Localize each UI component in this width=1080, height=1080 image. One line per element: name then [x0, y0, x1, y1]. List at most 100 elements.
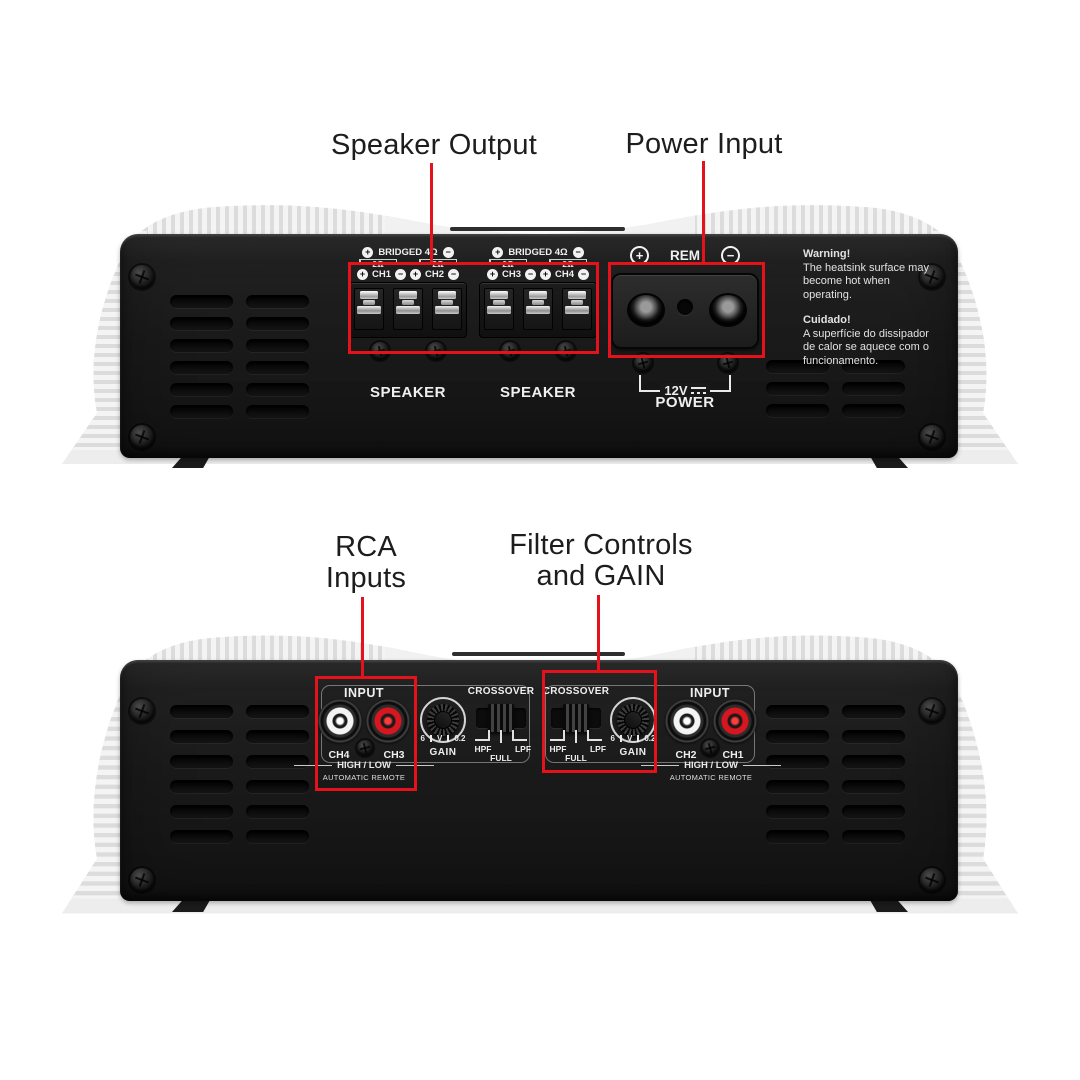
vent-slot [246, 830, 309, 843]
bridged-label-row: + BRIDGED 4Ω − [428, 247, 648, 258]
vent-slot [170, 705, 233, 718]
gain-caption: GAIN [429, 747, 457, 758]
vent-slot [842, 360, 905, 373]
vent-slot [246, 405, 309, 418]
gain-knob[interactable] [427, 704, 459, 736]
power-terminal-positive[interactable] [627, 293, 665, 327]
speaker-terminal[interactable] [354, 288, 385, 330]
mount-screw [719, 354, 737, 372]
crossover-title: CROSSOVER [542, 686, 610, 697]
corner-screw [130, 868, 154, 892]
plus-icon: + [492, 247, 504, 258]
foot [172, 456, 210, 468]
minus-icon: − [572, 247, 584, 258]
front-panel: INPUT CH4 CH3 HIGH / LOW AUTOMATIC REMOT… [120, 660, 958, 901]
warning-title-en: Warning! [803, 248, 851, 260]
bridged-label-row: + BRIDGED 4Ω − [298, 247, 518, 258]
rca-jack-white[interactable] [318, 699, 362, 743]
callout-filter-gain: Filter Controls and GAIN [509, 530, 693, 592]
power-caption: POWER [655, 394, 715, 411]
channel-label: CH4 [328, 749, 350, 761]
vent-slot [842, 404, 905, 417]
speaker-terminal-block[interactable] [349, 282, 467, 338]
vent-slot [170, 295, 233, 308]
automatic-remote-label: AUTOMATIC REMOTE [322, 773, 406, 782]
gain-knob[interactable] [617, 704, 649, 736]
foot [870, 900, 908, 912]
foot [870, 456, 908, 468]
channel-label: CH2 [675, 749, 697, 761]
vent-slot [766, 780, 829, 793]
hpf-label: HPF [474, 744, 492, 754]
vent-grid-left [170, 705, 309, 843]
vent-grid-left [170, 295, 309, 418]
mount-screw [634, 354, 652, 372]
gain-knob-ring [610, 697, 656, 743]
gain-caption: GAIN [619, 747, 647, 758]
callout-line-power [702, 161, 705, 262]
minus-icon: − [525, 269, 536, 280]
plus-icon: + [356, 269, 368, 280]
vent-slot [170, 361, 233, 374]
vent-slot [842, 805, 905, 818]
gain-scale: 6 V 0.2 [420, 734, 466, 743]
vent-slot [246, 805, 309, 818]
full-label: FULL [490, 753, 512, 763]
corner-screw [920, 265, 944, 289]
lpf-label: LPF [589, 744, 607, 754]
crossover-switch[interactable] [488, 704, 514, 732]
vent-slot [842, 730, 905, 743]
channel-label: CH3 [501, 269, 521, 280]
power-terminal-negative[interactable] [709, 293, 747, 327]
corner-screw [920, 699, 944, 723]
vent-slot [766, 404, 829, 417]
callout-rca-inputs: RCA Inputs [326, 532, 406, 594]
crossover-switch[interactable] [563, 704, 589, 732]
vent-slot [766, 830, 829, 843]
minus-icon: − [395, 269, 406, 280]
warning-body-pt: A superfície do dissipador de calor se a… [803, 327, 929, 367]
rca-jack-red[interactable] [713, 699, 757, 743]
crossover-marks [550, 730, 602, 743]
callout-filter-line1: Filter Controls [509, 529, 693, 561]
vent-slot [246, 730, 309, 743]
rear-panel: + BRIDGED 4Ω − 2Ω 2Ω + CH1 − + CH2 − [120, 234, 958, 458]
rca-jack-white[interactable] [665, 699, 709, 743]
vent-slot [766, 755, 829, 768]
callout-rca-line2: Inputs [325, 562, 407, 594]
callout-power-input: Power Input [625, 128, 783, 160]
speaker-terminal-block[interactable] [479, 282, 597, 338]
warning-text: Warning! The heatsink surface may become… [803, 248, 935, 368]
vent-slot [170, 383, 233, 396]
speaker-terminal[interactable] [431, 288, 462, 330]
callout-speaker-output: Speaker Output [331, 129, 537, 161]
automatic-remote-label: AUTOMATIC REMOTE [669, 773, 753, 782]
speaker-output-group-1: + BRIDGED 4Ω − 2Ω 2Ω + CH1 − + CH2 − [298, 234, 518, 409]
speaker-terminal[interactable] [561, 288, 592, 330]
amplifier-front-view: INPUT CH4 CH3 HIGH / LOW AUTOMATIC REMOT… [0, 630, 1080, 920]
vent-slot [246, 383, 309, 396]
remote-terminal[interactable] [677, 299, 693, 315]
vent-slot [766, 805, 829, 818]
channel-label: CH4 [555, 269, 575, 280]
gain-knob-ring [420, 697, 466, 743]
input-title: INPUT [344, 686, 384, 700]
speaker-terminal[interactable] [484, 288, 515, 330]
callout-line-filter [597, 595, 600, 670]
panel-screw [702, 740, 718, 756]
speaker-caption: SPEAKER [499, 384, 577, 401]
rca-jack-red[interactable] [366, 699, 410, 743]
minus-icon: − [442, 247, 454, 258]
vent-slot [842, 705, 905, 718]
vent-slot [170, 755, 233, 768]
speaker-terminal[interactable] [522, 288, 553, 330]
foot [172, 900, 210, 912]
vent-slot [246, 755, 309, 768]
power-terminal-block[interactable] [611, 273, 759, 349]
corner-screw [130, 699, 154, 723]
channel-label-row: + CH3 − + CH4 − [428, 269, 648, 280]
speaker-terminal[interactable] [392, 288, 423, 330]
plus-icon: + [410, 269, 421, 280]
crossover-marks [475, 730, 527, 743]
vent-slot [842, 382, 905, 395]
